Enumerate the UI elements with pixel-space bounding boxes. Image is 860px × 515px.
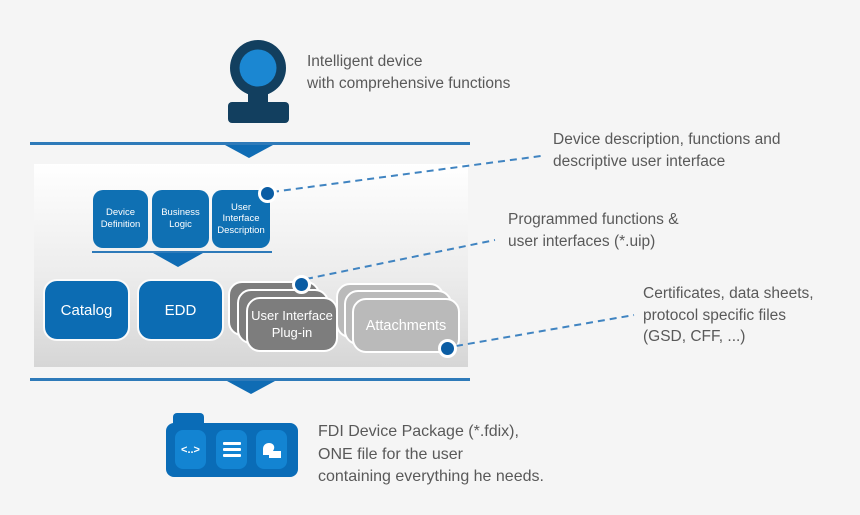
box-catalog: Catalog xyxy=(43,279,130,341)
fdi-package-icon: <..> xyxy=(166,413,298,477)
divider-line-top xyxy=(30,142,470,145)
box-device-definition-label: Device Definition xyxy=(100,207,141,230)
list-glyph xyxy=(222,442,241,457)
callout-dot-attachments xyxy=(438,339,457,358)
box-device-definition: Device Definition xyxy=(93,190,148,248)
box-business-logic: Business Logic xyxy=(152,190,209,248)
intelligent-device-label: Intelligent device with comprehensive fu… xyxy=(307,53,511,92)
code-glyph: <..> xyxy=(181,443,200,456)
curve-shape-icon xyxy=(256,430,287,469)
curve-shape-glyph xyxy=(262,442,281,458)
box-attachments-label: Attachments xyxy=(365,317,447,334)
device-description-label: Device description, functions and descri… xyxy=(553,131,781,170)
list-icon xyxy=(216,430,247,469)
box-user-interface-description-label: User Interface Description xyxy=(217,201,265,236)
box-user-interface-plugin: User Interface Plug-in xyxy=(246,297,338,352)
callout-dot-uid xyxy=(258,184,277,203)
down-arrow-icon xyxy=(225,145,273,158)
down-arrow-icon xyxy=(227,381,275,394)
divider-line-inner xyxy=(92,251,272,253)
down-arrow-icon xyxy=(153,253,203,267)
callout-dot-uip xyxy=(292,275,311,294)
box-catalog-label: Catalog xyxy=(60,301,113,319)
certificates-label: Certificates, data sheets, protocol spec… xyxy=(643,285,814,345)
box-business-logic-label: Business Logic xyxy=(161,207,200,230)
intelligent-device-icon xyxy=(228,40,289,123)
box-edd-label: EDD xyxy=(164,301,197,319)
programmed-functions-label: Programmed functions & user interfaces (… xyxy=(508,211,679,250)
fdi-package-label: FDI Device Package (*.fdix), ONE file fo… xyxy=(318,423,544,485)
box-edd: EDD xyxy=(137,279,224,341)
code-icon: <..> xyxy=(175,430,206,469)
box-user-interface-plugin-label: User Interface Plug-in xyxy=(251,308,333,340)
folder-body: <..> xyxy=(166,423,298,477)
divider-line-bottom xyxy=(30,378,470,381)
